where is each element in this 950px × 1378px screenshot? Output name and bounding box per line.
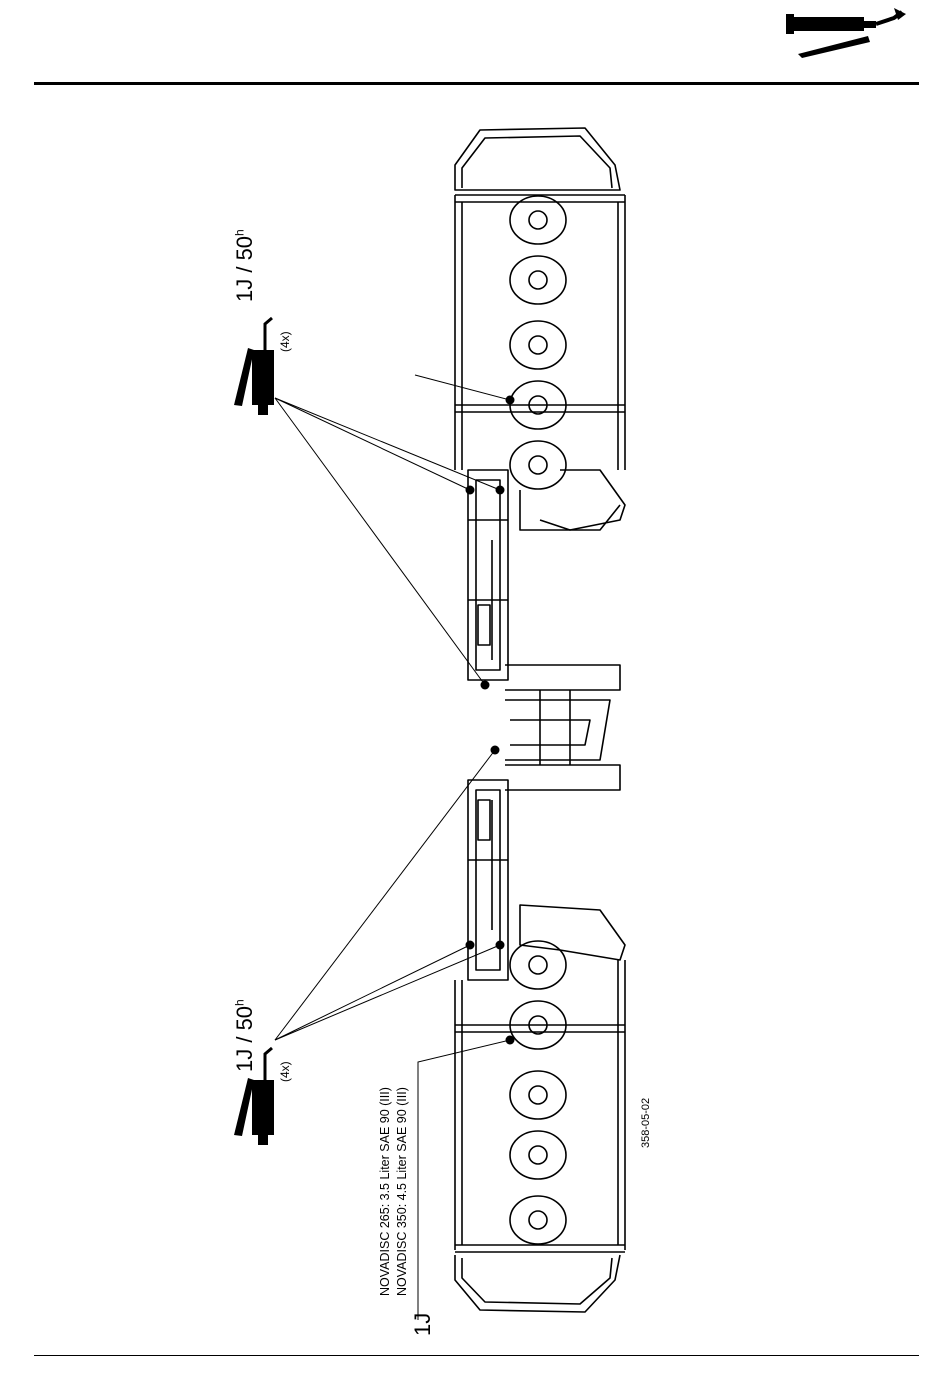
- lower-count-label: (4x): [278, 1061, 292, 1082]
- grease-gun-icon-upper: [230, 310, 280, 420]
- lower-interval-label: 1J / 50h: [232, 999, 258, 1072]
- upper-count-label: (4x): [278, 331, 292, 352]
- figure-code: 358-05-02: [640, 1098, 652, 1148]
- footer-rule: [34, 1355, 919, 1356]
- upper-interval-label: 1J / 50h: [232, 229, 258, 302]
- gearbox-oil-interval: 1J: [410, 1313, 436, 1336]
- gearbox-oil-note-265: NOVADISC 265: 3.5 Liter SAE 90 (III): [378, 1087, 392, 1296]
- gearbox-oil-note-350: NOVADISC 350: 4.5 Liter SAE 90 (III): [395, 1087, 409, 1296]
